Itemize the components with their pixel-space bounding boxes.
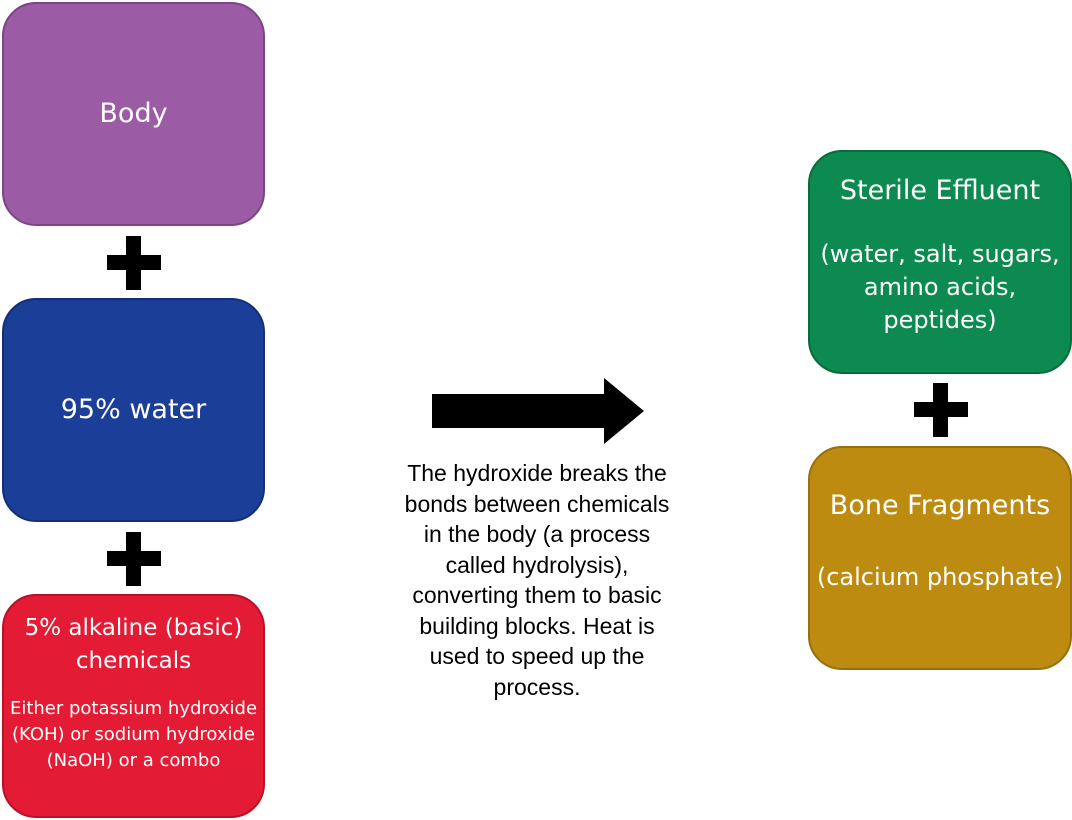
alkaline-chemicals-box: 5% alkaline (basic) chemicals Either pot…	[2, 594, 265, 818]
process-description: The hydroxide breaks the bonds between c…	[404, 460, 670, 700]
water-label: 95% water	[60, 394, 207, 425]
body-label: Body	[99, 98, 168, 129]
sterile-effluent-box: Sterile Effluent (water, salt, sugars, a…	[808, 150, 1072, 374]
bone-fragments-box: Bone Fragments (calcium phosphate)	[808, 446, 1072, 670]
bone-detail: (calcium phosphate)	[816, 563, 1064, 591]
effluent-label: Sterile Effluent	[839, 175, 1041, 206]
bone-label: Bone Fragments	[829, 490, 1051, 521]
body-box: Body	[2, 2, 265, 226]
alkaline-detail: Either potassium hydroxide (KOH) or sodi…	[9, 698, 258, 771]
alkaline-label: 5% alkaline (basic) chemicals	[24, 615, 243, 674]
effluent-detail: (water, salt, sugars, amino acids, pepti…	[820, 240, 1060, 334]
plus-icon	[914, 383, 968, 437]
right-arrow-icon	[432, 378, 644, 444]
plus-icon	[107, 532, 161, 586]
water-box: 95% water	[2, 298, 265, 522]
plus-icon	[107, 236, 161, 290]
